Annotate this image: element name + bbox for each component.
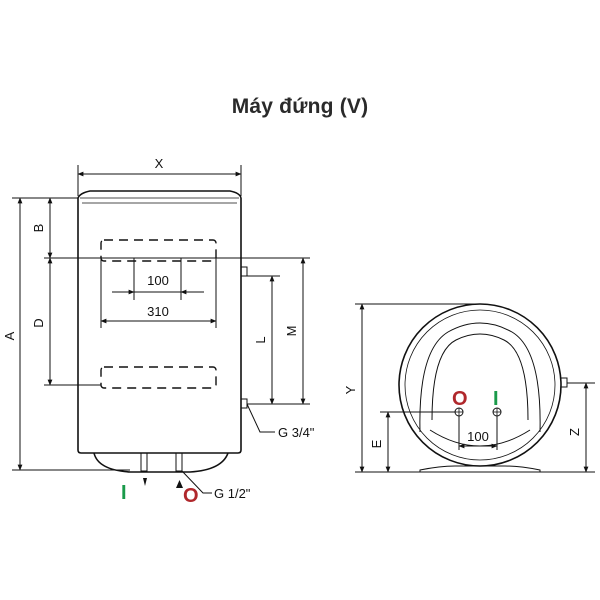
tank-body [77, 198, 242, 454]
pipe-bottom-label: G 1/2" [214, 486, 251, 501]
inner-bracket-shape [419, 322, 541, 433]
upper-bracket [100, 239, 217, 262]
dim-m-label: M [284, 326, 299, 337]
bottom-pipe-left [140, 452, 148, 472]
down-arrow-icon [143, 478, 147, 486]
inlet-mark-side: I [493, 388, 499, 410]
pipe-outlet-label: G 3/4" [278, 425, 315, 440]
outlet-mark-side: O [452, 388, 468, 410]
base-stand [419, 465, 541, 473]
dim-b-label: B [31, 224, 46, 233]
outlet-mark-front: O [183, 485, 199, 507]
dim-100-front-label: 100 [147, 273, 169, 288]
bottom-pipe-right [175, 452, 183, 472]
front-view [12, 165, 310, 494]
diagram-title: Máy đứng (V) [231, 95, 369, 118]
tank-top-cap [77, 190, 242, 199]
side-pipe-top [240, 266, 248, 277]
dim-y-label: Y [343, 385, 358, 394]
tank-bottom-cap [93, 452, 229, 473]
dim-a-label: A [2, 331, 17, 340]
dim-z-label: Z [567, 428, 582, 436]
inlet-mark-front: I [121, 482, 127, 504]
dim-x-label: X [155, 156, 164, 171]
dim-e-label: E [369, 439, 384, 448]
lower-bracket [100, 366, 217, 389]
side-right-stub [560, 377, 568, 388]
dim-d-label: D [31, 318, 46, 327]
dim-l-label: L [253, 336, 268, 343]
up-arrow-icon [176, 480, 183, 488]
side-pipe-bottom [240, 398, 248, 409]
dim-310-label: 310 [147, 304, 169, 319]
dim-100-side-label: 100 [467, 429, 489, 444]
side-view [355, 303, 595, 473]
